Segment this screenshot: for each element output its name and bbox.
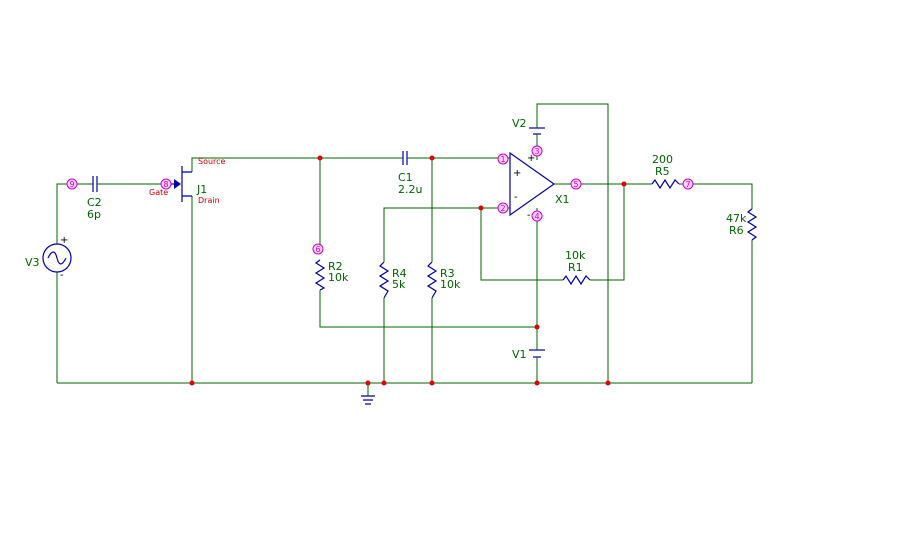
junction-dot [478, 205, 484, 211]
v1-battery[interactable]: V1 [512, 346, 545, 362]
j1-drain-pin-label: Drain [198, 196, 220, 205]
junction-dot [381, 380, 387, 386]
node-marker-1: 1 [497, 153, 509, 165]
j1-source-pin-label: Source [198, 157, 226, 166]
j1-name-label: J1 [196, 183, 207, 196]
r2-resistor[interactable]: R2 10k [314, 259, 349, 291]
junction-dot [605, 380, 611, 386]
r1-right-wire [590, 184, 625, 281]
node-markers: 9 8 6 1 2 3 4 5 [66, 145, 694, 255]
r3-resistor[interactable]: R3 10k [426, 261, 461, 299]
j1-jfet[interactable]: Source Gate Drain J1 [149, 157, 226, 205]
junction-dot [429, 155, 435, 161]
x1-opamp[interactable]: + - + - X1 [500, 151, 570, 221]
c1-name-label: C1 [398, 171, 413, 184]
r5-resistor[interactable]: 200 R5 [651, 153, 680, 190]
c2-name-label: C2 [87, 196, 102, 209]
r3-name-label: R3 [440, 267, 455, 280]
j1-gate-pin-label: Gate [149, 188, 168, 197]
r6-value-label: 47k [726, 212, 747, 225]
r1-left-wire [480, 208, 563, 281]
opamp-vminus-sign: - [527, 210, 531, 221]
r2-value-label: 10k [328, 271, 349, 284]
junction-dot [621, 181, 627, 187]
junction-dot [534, 380, 540, 386]
svg-text:4: 4 [534, 212, 539, 221]
c2-value-label: 6p [87, 208, 101, 221]
node-marker-9: 9 [66, 178, 78, 190]
c1-capacitor[interactable]: C1 2.2u [398, 151, 422, 196]
gate-arrow-icon [174, 179, 181, 189]
r5-to-r6-wire [679, 183, 753, 209]
r1-value-label: 10k [565, 249, 586, 262]
node-marker-8: 8 [160, 178, 172, 190]
opamp-minus-sign: - [514, 192, 518, 203]
junction-dot [317, 155, 323, 161]
r4-value-label: 5k [392, 278, 406, 291]
v2-battery[interactable]: V2 [512, 117, 545, 137]
v1-name-label: V1 [512, 348, 527, 361]
junction-dot [189, 380, 195, 386]
v3-plus-sign: + [60, 235, 68, 246]
r1-resistor[interactable]: 10k R1 [562, 249, 591, 286]
node-marker-2: 2 [497, 202, 509, 214]
svg-text:6: 6 [315, 245, 320, 254]
c1-value-label: 2.2u [398, 183, 422, 196]
r2-name-label: R2 [328, 260, 343, 273]
r1-name-label: R1 [568, 261, 583, 274]
v3-minus-sign: - [60, 270, 64, 281]
r4-to-minus-wire [383, 207, 500, 262]
r2-bottom-wire [319, 290, 537, 328]
r5-name-label: R5 [655, 165, 670, 178]
opamp-vplus-sign: + [527, 153, 535, 164]
node-marker-4: 4 [531, 210, 543, 222]
r4-resistor[interactable]: R4 5k [378, 261, 407, 299]
junctions [189, 155, 627, 386]
wires [56, 103, 753, 396]
junction-dot [534, 324, 540, 330]
node-marker-5: 5 [570, 178, 582, 190]
node-marker-3: 3 [531, 145, 543, 157]
c2-capacitor[interactable]: C2 6p [87, 176, 102, 221]
source-net-wire [191, 157, 398, 172]
v2-name-label: V2 [512, 117, 527, 130]
svg-text:1: 1 [500, 155, 505, 164]
v3-source[interactable]: + - V3 [25, 235, 72, 281]
svg-text:7: 7 [685, 180, 690, 189]
junction-dot [365, 380, 371, 386]
node-marker-6: 6 [312, 243, 324, 255]
svg-text:9: 9 [69, 180, 74, 189]
svg-text:2: 2 [500, 204, 505, 213]
svg-text:8: 8 [163, 180, 168, 189]
r3-value-label: 10k [440, 278, 461, 291]
ground-icon [361, 395, 375, 405]
r6-resistor[interactable]: 47k R6 [726, 208, 758, 241]
svg-text:5: 5 [573, 180, 578, 189]
v3-name-label: V3 [25, 256, 40, 269]
v2-return-wire [536, 103, 609, 383]
r5-value-label: 200 [652, 153, 673, 166]
x1-name-label: X1 [555, 193, 570, 206]
node-marker-7: 7 [682, 178, 694, 190]
r6-name-label: R6 [729, 224, 744, 237]
opamp-plus-sign: + [513, 168, 521, 179]
junction-dot [429, 380, 435, 386]
svg-text:3: 3 [534, 147, 539, 156]
r4-name-label: R4 [392, 267, 407, 280]
